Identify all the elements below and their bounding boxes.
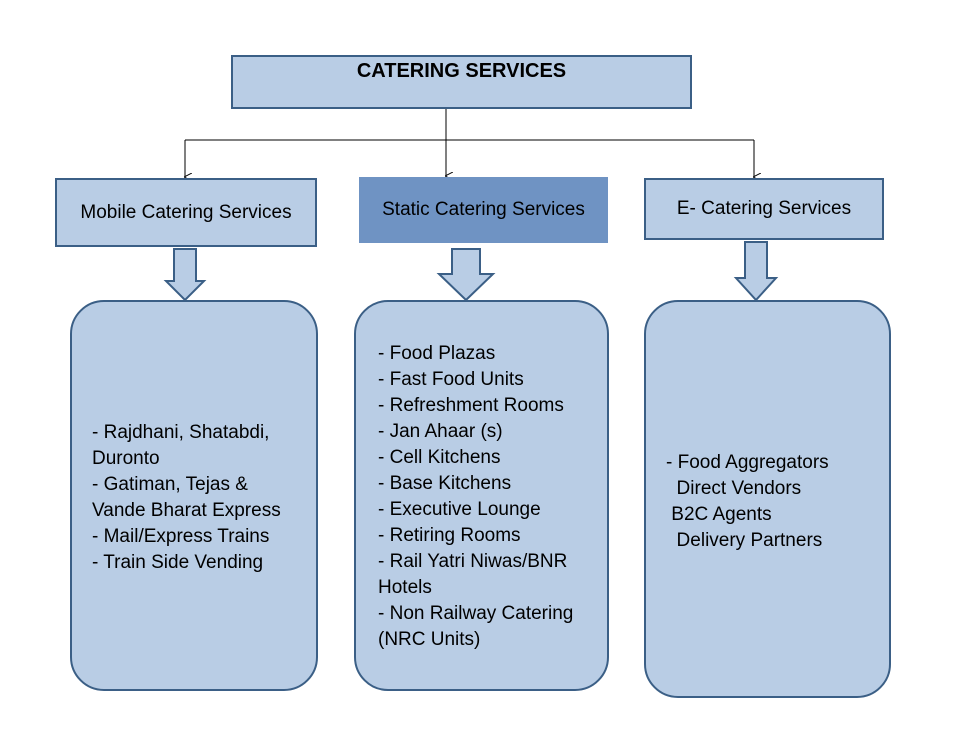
category-box-mobile: Mobile Catering Services (55, 178, 317, 247)
list-item: - Jan Ahaar (s) (378, 421, 503, 442)
list-item: (NRC Units) (378, 629, 481, 650)
list-item: - Base Kitchens (378, 473, 512, 494)
list-item: - Mail/Express Trains (92, 526, 270, 547)
list-item: - Food Plazas (378, 343, 496, 364)
list-item: Direct Vendors (666, 478, 802, 499)
block-arrow-ecatering (733, 241, 779, 302)
list-item: - Executive Lounge (378, 499, 541, 520)
panel-static-items: - Food Plazas - Fast Food Units - Refres… (354, 300, 609, 691)
list-item: Vande Bharat Express (92, 500, 281, 521)
panel-ecatering-items: - Food Aggregators Direct Vendors B2C Ag… (644, 300, 891, 698)
list-item: - Train Side Vending (92, 552, 264, 573)
list-item: - Rajdhani, Shatabdi, (92, 422, 270, 443)
block-arrow-static (436, 248, 496, 302)
block-arrow-mobile (163, 248, 207, 302)
list-item: B2C Agents (666, 504, 772, 525)
list-item: - Retiring Rooms (378, 525, 521, 546)
root-box-catering-services: CATERING SERVICES (231, 55, 692, 109)
category-label-mobile: Mobile Catering Services (80, 201, 292, 223)
category-label-static: Static Catering Services (382, 199, 585, 220)
list-item: - Gatiman, Tejas & (92, 474, 248, 495)
list-item: - Fast Food Units (378, 369, 524, 390)
root-label: CATERING SERVICES (356, 60, 567, 82)
list-item: Delivery Partners (666, 530, 823, 551)
list-item: - Cell Kitchens (378, 447, 501, 468)
list-item: Hotels (378, 577, 432, 598)
list-item: Duronto (92, 448, 160, 469)
category-box-ecatering: E- Catering Services (644, 178, 884, 240)
category-label-ecatering: E- Catering Services (676, 198, 852, 219)
panel-mobile-items: - Rajdhani, Shatabdi, Duronto - Gatiman,… (70, 300, 318, 691)
list-item: - Rail Yatri Niwas/BNR (378, 551, 568, 572)
list-item: - Refreshment Rooms (378, 395, 564, 416)
list-item: - Non Railway Catering (378, 603, 574, 624)
category-box-static: Static Catering Services (359, 177, 608, 243)
list-item: - Food Aggregators (666, 452, 829, 473)
